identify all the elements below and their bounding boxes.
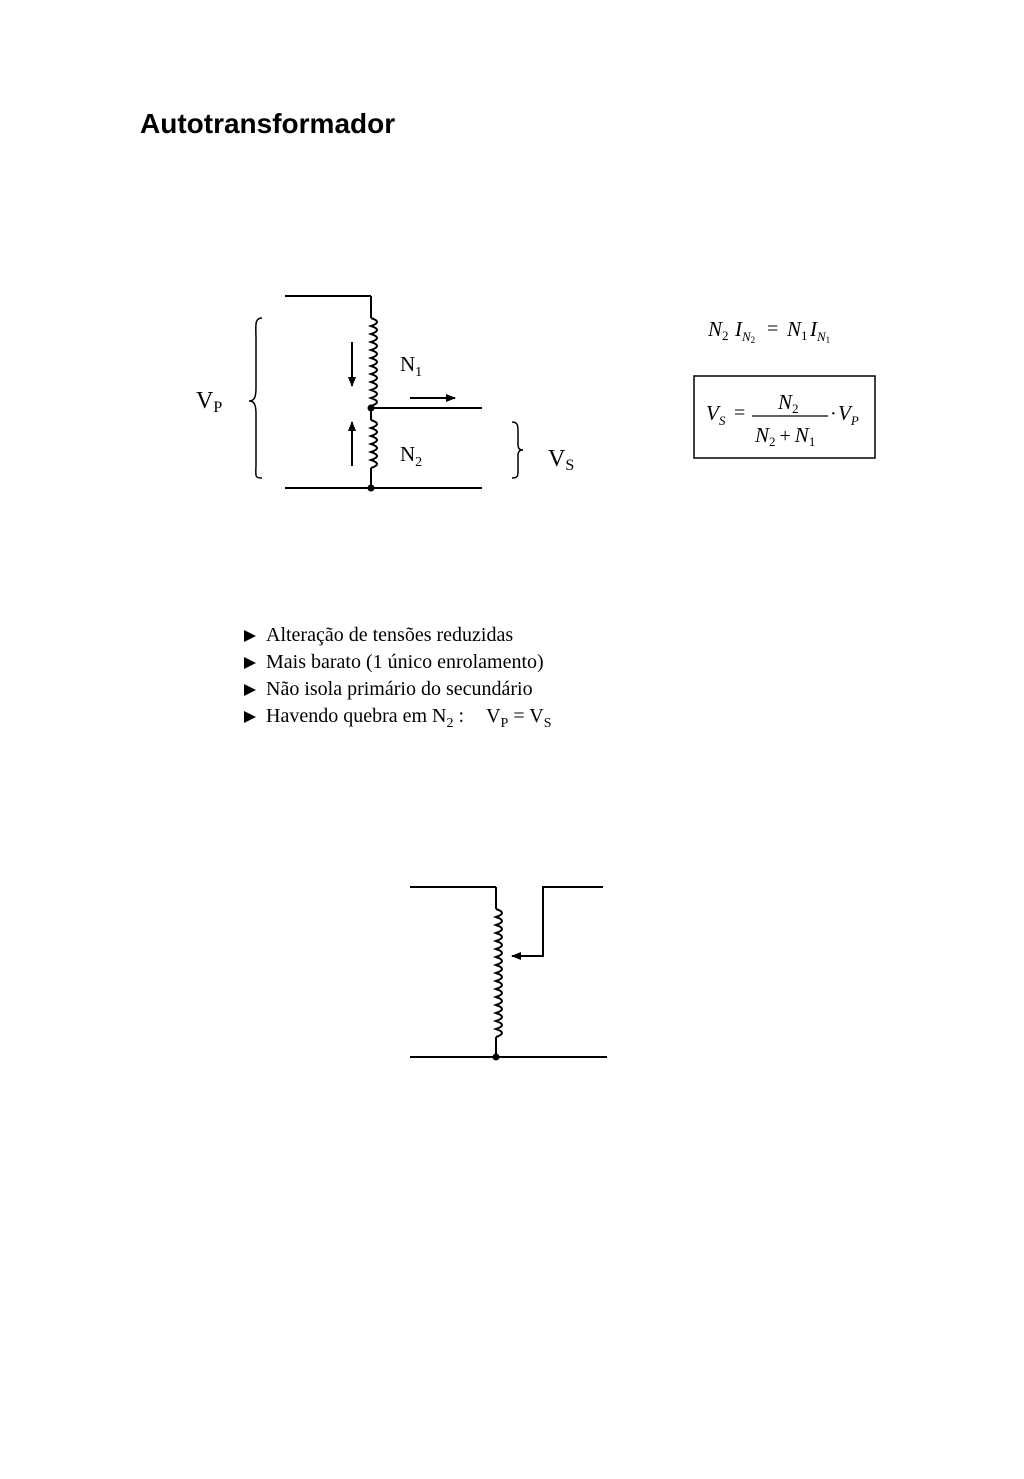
vs-brace xyxy=(511,421,524,479)
variable-autotransformer-diagram xyxy=(410,886,607,1058)
label-n2: N2 xyxy=(400,442,422,470)
bullet-triangle-icon xyxy=(244,630,256,642)
tap-junction-dot xyxy=(367,404,375,412)
eq2-vs: VS xyxy=(706,401,726,428)
eq1-i: IN2 xyxy=(734,317,755,345)
eq2-dot: · xyxy=(830,403,837,425)
label-vs: VS xyxy=(548,446,574,474)
vp-brace xyxy=(248,317,263,479)
label-vp: VP xyxy=(196,388,222,416)
page-title: Autotransformador xyxy=(140,108,396,139)
list-item: Mais barato (1 único enrolamento) xyxy=(244,649,551,676)
var-bottom-dot xyxy=(492,1053,500,1061)
bottom-junction-dot xyxy=(367,484,375,492)
eq2-denominator: N2+N1 xyxy=(754,423,815,449)
autotransformer-diagram xyxy=(248,295,524,489)
coil-n1 xyxy=(367,317,378,407)
eq2-equals: = xyxy=(734,402,745,424)
list-item: Não isola primário do secundário xyxy=(244,676,551,703)
var-coil xyxy=(492,908,503,1038)
list-item: Havendo quebra em N2 :VP = VS xyxy=(244,703,551,731)
bullet-triangle-icon xyxy=(244,657,256,669)
eq1-n1: N1 xyxy=(786,317,808,343)
eq2-vp: VP xyxy=(838,401,859,428)
list-item: Alteração de tensões reduzidas xyxy=(244,622,551,649)
coil-n2 xyxy=(367,419,378,469)
equation-box xyxy=(693,375,876,459)
eq1-i2: IN1 xyxy=(809,317,830,345)
current-balance-equation: N2 IN2 = N1 IN1 xyxy=(707,317,830,345)
eq1-n2: N2 xyxy=(707,317,729,343)
eq2-numerator: N2 xyxy=(777,390,799,416)
bullet-triangle-icon xyxy=(244,711,256,723)
eq1-equals: = xyxy=(767,318,778,340)
voltage-ratio-equation: VS = N2 N2+N1 · VP xyxy=(693,375,876,459)
label-n1: N1 xyxy=(400,352,422,380)
wiper-wire xyxy=(511,886,603,960)
characteristics-list: Alteração de tensões reduzidas Mais bara… xyxy=(244,622,551,731)
bullet-triangle-icon xyxy=(244,684,256,696)
